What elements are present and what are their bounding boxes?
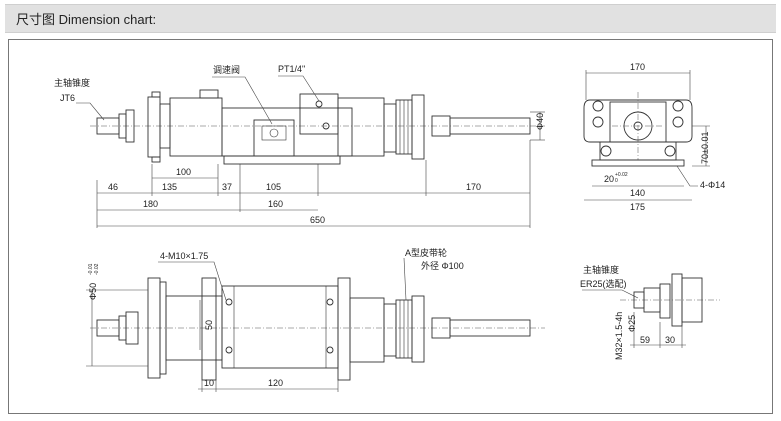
dim-170: 170 (466, 182, 481, 192)
dim-50: 50 (204, 320, 214, 330)
dim-105: 105 (266, 182, 281, 192)
section-title: 尺寸图 Dimension chart: (16, 12, 157, 27)
dim-160: 160 (268, 199, 283, 209)
dim-37: 37 (222, 182, 232, 192)
dim-175: 175 (630, 202, 645, 212)
dim-135: 135 (162, 182, 177, 192)
drawing-frame (8, 39, 773, 414)
spindle-taper-label: 主轴锥度 (54, 77, 90, 88)
dim-20: 20 (604, 174, 614, 184)
dim-10: 10 (204, 378, 214, 388)
dim-140: 140 (630, 188, 645, 198)
dim-46: 46 (108, 182, 118, 192)
dim-120: 120 (268, 378, 283, 388)
end-view: 170 70±0.01 20 +0.02 0 140 175 4-Φ14 (583, 62, 725, 212)
er25-label: ER25(选配) (580, 278, 627, 289)
speed-valve-label: 调速阀 (213, 65, 240, 75)
dim-30: 30 (665, 335, 675, 345)
spindle-taper-2-label: 主轴锥度 (583, 264, 619, 275)
dim-20-tol-bot: 0 (615, 178, 618, 184)
phi40-label: Φ40 (535, 113, 545, 130)
pulley-od-label: 外径 Φ100 (421, 260, 464, 271)
shaft-dia-label: Φ50 (88, 283, 98, 300)
thread-label: M32×1.5-4h (614, 312, 624, 360)
top-view: 4-M10×1.75 A型皮带轮 外径 Φ100 Φ50 -0.01 -0.02… (86, 247, 545, 392)
dia25-label: Φ25 (627, 315, 637, 332)
pt-port-label: PT1/4" (278, 64, 305, 74)
side-view: Φ40 主轴锥度 JT6 调速阀 PT1/4" 100 46 135 37 10… (54, 64, 545, 228)
pulley-label: A型皮带轮 (405, 247, 447, 258)
shaft-tol-top: -0.01 (88, 263, 94, 275)
shaft-tol-bot: -0.02 (94, 263, 100, 275)
dim-170-end: 170 (630, 62, 645, 72)
dim-59: 59 (640, 335, 650, 345)
bolt-label: 4-M10×1.75 (160, 251, 208, 261)
dim-70: 70±0.01 (700, 132, 710, 164)
spindle-detail: 主轴锥度 ER25(选配) M32×1.5-4h Φ25 59 30 (580, 264, 720, 360)
dim-180: 180 (143, 199, 158, 209)
dim-100: 100 (176, 167, 191, 177)
dim-20-tol-top: +0.02 (615, 172, 628, 178)
hole-label: 4-Φ14 (700, 180, 725, 190)
section-header: 尺寸图 Dimension chart: (5, 4, 776, 33)
jt6-label: JT6 (60, 93, 75, 103)
dim-650: 650 (310, 215, 325, 225)
